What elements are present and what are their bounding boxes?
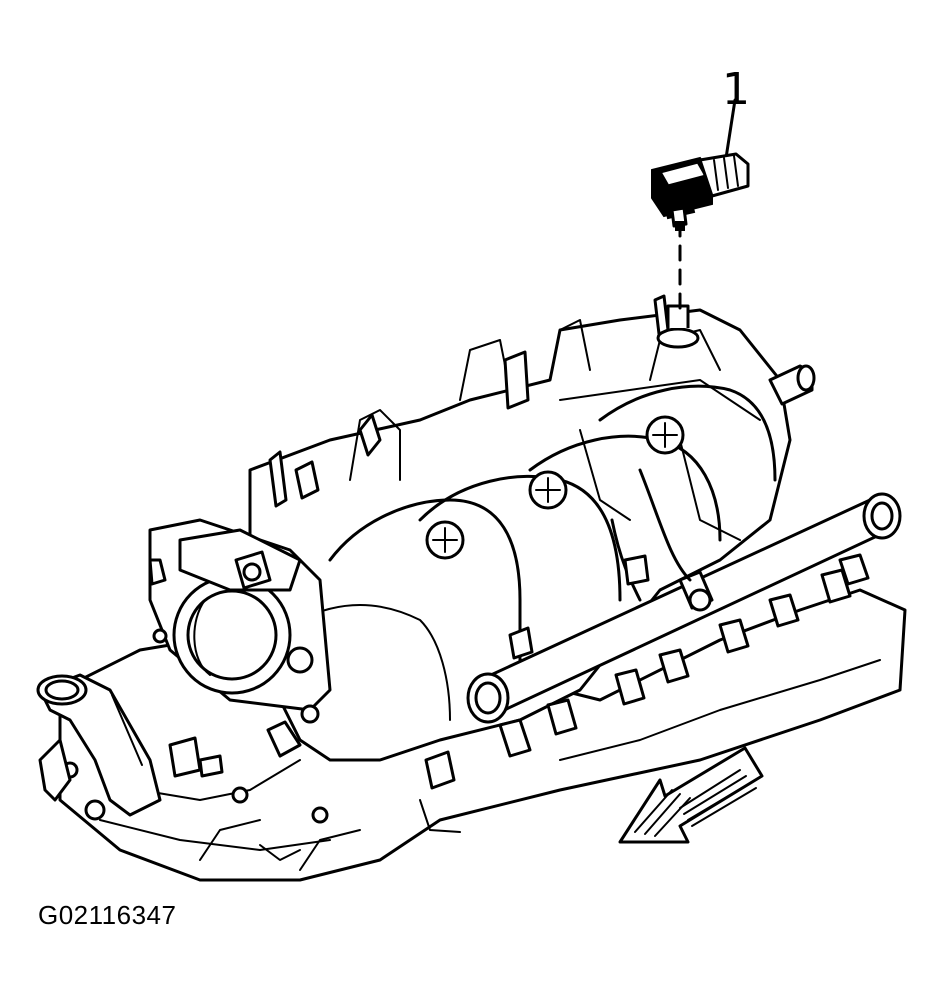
figure-id: G02116347 — [38, 900, 177, 930]
throttle-body — [148, 518, 332, 724]
fuel-rail — [466, 468, 902, 758]
map-sensor — [651, 152, 750, 231]
leader-line — [678, 98, 737, 314]
direction-arrow — [618, 746, 764, 844]
lower-fittings — [168, 626, 534, 861]
coolant-outlet-pipe — [36, 673, 162, 817]
intake-manifold — [248, 294, 816, 762]
callout-number: 1 — [722, 64, 750, 115]
